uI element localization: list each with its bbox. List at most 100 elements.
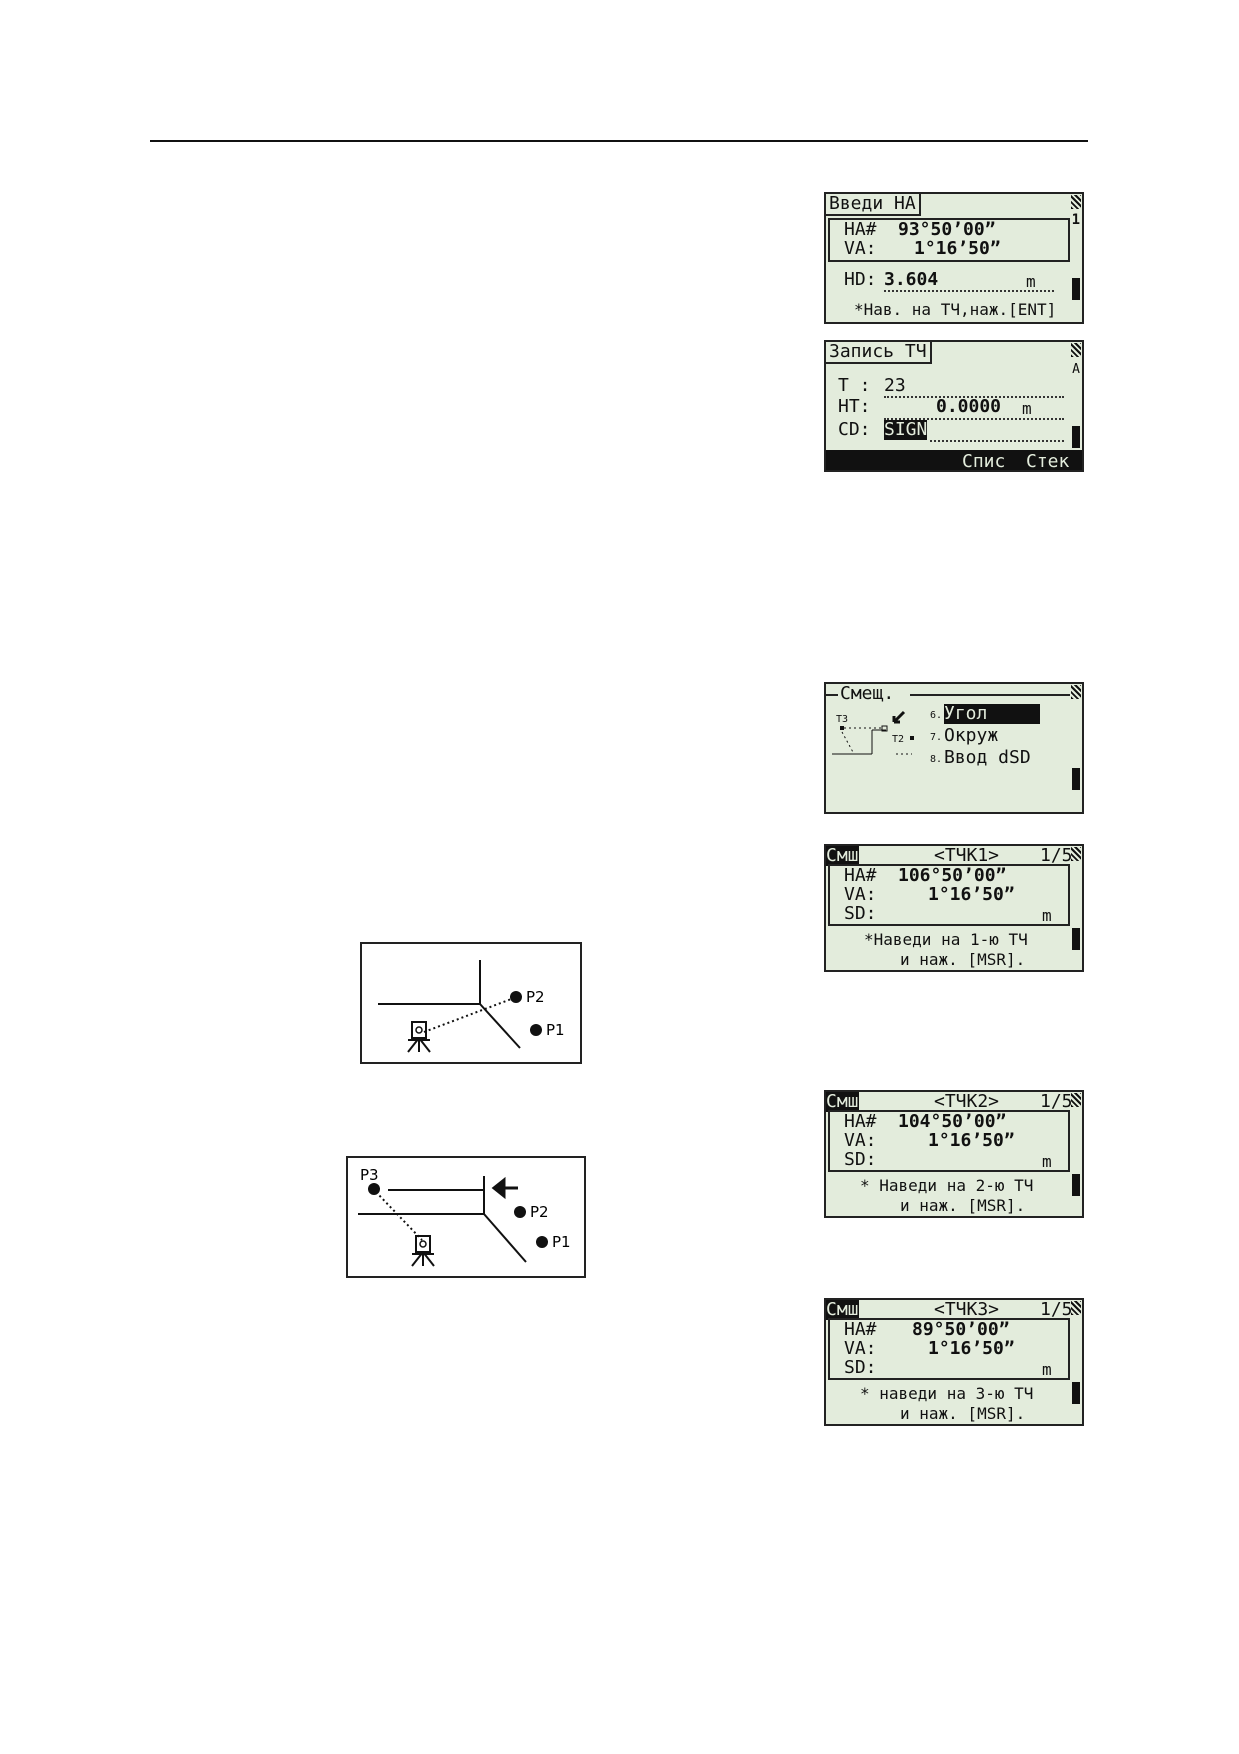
angle-box	[828, 864, 1070, 926]
total-station-icon	[411, 1235, 435, 1267]
ha-value: 106°50’00”	[898, 865, 1007, 886]
header-rule	[150, 140, 1088, 142]
hint-line-1: * наведи на 3-ю ТЧ	[860, 1384, 1034, 1403]
ht-input-underline	[884, 418, 1064, 420]
ha-label: HA#	[844, 1111, 877, 1132]
va-label: VA:	[844, 1338, 877, 1359]
p2-label: P2	[530, 1203, 549, 1221]
point-title: <ТЧК2>	[934, 1091, 1000, 1112]
lcd-record-point: Запись ТЧ A Т : 23 HT: 0.0000 m CD: SIGN…	[824, 340, 1084, 472]
hd-input[interactable]: 3.604	[884, 269, 939, 290]
va-value: 1°16’50”	[914, 238, 1001, 259]
softkey-list[interactable]: Спис	[962, 451, 1006, 472]
point-input[interactable]: 23	[884, 375, 906, 396]
title-line-left	[826, 694, 838, 696]
menu-item-angle[interactable]: Угол	[944, 704, 1040, 724]
cd-input-underline	[930, 440, 1064, 442]
cd-label: CD:	[838, 419, 871, 440]
lcd-offset-point2: Смш <ТЧК2> 1/5 HA# 104°50’00” VA: 1°16’5…	[824, 1090, 1084, 1218]
ha-label: HA#	[844, 219, 877, 240]
scroll-top-icon	[1071, 685, 1081, 699]
screen-title: Запись ТЧ	[826, 342, 932, 364]
menu-item-input-dsd[interactable]: Ввод dSD	[944, 747, 1031, 768]
page-counter: 1/5	[1040, 845, 1073, 866]
figure-two-point-offset: P2 P1	[360, 942, 582, 1064]
point-title: <ТЧК1>	[934, 845, 1000, 866]
ha-label: HA#	[844, 1319, 877, 1340]
lcd-offset-point3: Смш <ТЧК3> 1/5 HA# 89°50’00” VA: 1°16’50…	[824, 1298, 1084, 1426]
mode-badge: Смш	[826, 1091, 859, 1112]
scroll-top-icon	[1071, 1093, 1081, 1107]
scroll-top-icon	[1071, 195, 1081, 209]
menu-num-6: 6.	[930, 710, 943, 721]
scrollbar	[1072, 426, 1080, 448]
sd-unit: m	[1042, 1360, 1052, 1379]
scroll-top-icon	[1071, 1301, 1081, 1315]
page-counter: 1/5	[1040, 1091, 1073, 1112]
angle-box	[828, 1318, 1070, 1380]
hint-line-1: * Наведи на 2-ю ТЧ	[860, 1176, 1034, 1195]
ht-input[interactable]: 0.0000	[936, 396, 1002, 417]
scroll-top-icon	[1071, 343, 1081, 357]
angle-box	[828, 1110, 1070, 1172]
figure-two-point-drawing	[378, 960, 542, 1053]
input-mode-indicator: A	[1072, 362, 1080, 377]
p1-label: P1	[546, 1021, 565, 1039]
va-label: VA:	[844, 884, 877, 905]
offset-diagram-icon: Т3 Т2	[832, 710, 914, 755]
va-label: VA:	[844, 1130, 877, 1151]
va-label: VA:	[844, 238, 877, 259]
menu-num-8: 8.	[930, 754, 943, 765]
page-indicator: 1	[1071, 212, 1080, 228]
p2-label: P2	[526, 988, 545, 1006]
point-title: <ТЧК3>	[934, 1299, 1000, 1320]
diagram-t3-label: Т3	[836, 714, 848, 725]
hd-unit: m	[1026, 272, 1036, 291]
figure-three-point-offset: P3 P2 P1	[346, 1156, 586, 1278]
sd-label: SD:	[844, 903, 877, 924]
ha-value: 93°50’00”	[898, 219, 996, 240]
page-counter: 1/5	[1040, 1299, 1073, 1320]
va-value: 1°16’50”	[928, 1338, 1015, 1359]
hint-line-2: и наж. [MSR].	[900, 950, 1026, 969]
lcd-offset-point1: Смш <ТЧК1> 1/5 HA# 106°50’00” VA: 1°16’5…	[824, 844, 1084, 972]
scroll-top-icon	[1071, 847, 1081, 861]
title-line-right	[910, 694, 1070, 696]
p1-label: P1	[552, 1233, 571, 1251]
va-value: 1°16’50”	[928, 884, 1015, 905]
sd-label: SD:	[844, 1149, 877, 1170]
hint-line-2: и наж. [MSR].	[900, 1404, 1026, 1423]
menu-item-circle[interactable]: Окруж	[944, 725, 999, 746]
ha-label: HA#	[844, 865, 877, 886]
hint-line-1: *Наведи на 1-ю ТЧ	[864, 930, 1028, 949]
ha-value: 104°50’00”	[898, 1111, 1007, 1132]
figure-three-point-drawing	[358, 1176, 548, 1267]
softkey-stack[interactable]: Стек	[1026, 451, 1070, 472]
sd-unit: m	[1042, 1152, 1052, 1171]
hint-text: *Нав. на ТЧ,наж.[ENT]	[854, 300, 1057, 319]
ht-label: HT:	[838, 396, 871, 417]
hd-label: HD:	[844, 269, 877, 290]
screen-title: Смещ.	[840, 683, 895, 704]
scrollbar	[1072, 1174, 1080, 1196]
lcd-enter-ha: Введи HA 1 HA# 93°50’00” VA: 1°16’50” HD…	[824, 192, 1084, 324]
p3-label: P3	[360, 1166, 379, 1184]
point-input-underline	[884, 396, 1064, 398]
sd-label: SD:	[844, 1357, 877, 1378]
scrollbar	[1072, 1382, 1080, 1404]
sd-unit: m	[1042, 906, 1052, 925]
ht-unit: m	[1022, 399, 1032, 418]
total-station-icon	[407, 1021, 431, 1053]
hd-input-underline	[884, 290, 1054, 292]
mode-badge: Смш	[826, 1299, 859, 1320]
va-value: 1°16’50”	[928, 1130, 1015, 1151]
angle-box	[828, 218, 1070, 262]
point-label: Т :	[838, 375, 871, 396]
ha-value: 89°50’00”	[912, 1319, 1010, 1340]
menu-num-7: 7.	[930, 732, 943, 743]
hint-line-2: и наж. [MSR].	[900, 1196, 1026, 1215]
cd-input[interactable]: SIGN	[884, 419, 928, 440]
screen-title: Введи HA	[826, 194, 921, 216]
scrollbar	[1072, 928, 1080, 950]
lcd-offset-menu: Смещ. Т3 Т2 6. Угол 7. Окруж 8. Ввод dSD	[824, 682, 1084, 814]
